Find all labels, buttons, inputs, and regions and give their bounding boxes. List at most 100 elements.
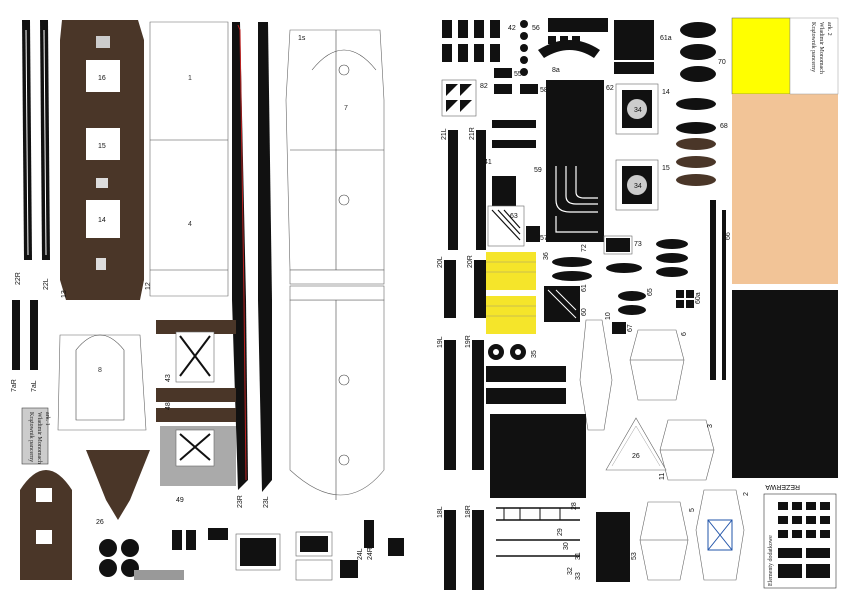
label-24R: 24R	[367, 547, 374, 560]
sheet1-title-line2: Władimir Monomach	[36, 412, 42, 464]
part-8c-deck-round	[20, 470, 72, 580]
label-42: 42	[508, 25, 516, 32]
label-36: 36	[543, 252, 550, 260]
label-7: 7	[344, 105, 348, 112]
sheet2-title-line3: ark. 2	[826, 22, 832, 36]
parts-55-58	[494, 68, 538, 94]
label-6: 6	[681, 332, 688, 336]
label-15b: 15	[662, 165, 670, 172]
label-53: 53	[631, 552, 638, 560]
label-18R: 18R	[465, 505, 472, 518]
parts-41	[492, 120, 536, 148]
parts-35-wheels	[488, 344, 526, 360]
parts-27-66	[710, 200, 726, 380]
extras-legend-title: Elementy dodatkowe	[768, 535, 774, 586]
part-54	[548, 18, 608, 44]
label-5: 5	[689, 508, 696, 512]
sheet1-title-card	[21, 407, 49, 465]
label-1s: 1s	[298, 35, 306, 42]
label-26: 26	[96, 519, 104, 526]
part-63	[487, 205, 525, 247]
part-1-hull-side	[149, 21, 229, 297]
part-7-hull-deck	[285, 29, 385, 500]
extras-legend-box	[763, 493, 837, 589]
label-73: 73	[634, 241, 642, 248]
part-23-hull-stripes	[232, 22, 272, 492]
part-6	[629, 329, 685, 401]
label-12: 12	[145, 282, 152, 290]
label-34a: 34	[634, 107, 642, 114]
part-61a	[614, 20, 654, 74]
part-62	[546, 80, 604, 160]
part-2	[695, 489, 745, 581]
parts-18-stripes	[444, 510, 484, 590]
part-5	[639, 501, 689, 581]
parts-36-yellow	[486, 252, 536, 334]
parts-60-61	[544, 257, 592, 322]
part-53	[596, 512, 630, 582]
parts-row-42	[442, 20, 500, 62]
label-48: 48	[165, 402, 172, 410]
label-29: 29	[557, 528, 564, 536]
small-parts-cluster	[99, 520, 404, 581]
label-24L: 24L	[357, 548, 364, 560]
label-14b: 14	[662, 89, 670, 96]
label-32: 32	[567, 567, 574, 575]
label-20L: 20L	[437, 256, 444, 268]
label-33: 33	[575, 572, 582, 580]
sheet-2: 42 5 6 54 61a 70	[437, 17, 839, 590]
sheet2-title-line2: Władimir Monomach	[818, 22, 824, 74]
label-10: 10	[605, 312, 612, 320]
part-22R	[22, 20, 50, 260]
part-67	[612, 322, 626, 334]
label-60: 60	[581, 308, 588, 316]
parts-65	[618, 291, 646, 315]
label-61a: 61a	[660, 35, 672, 42]
sheet1-title-line1: Krążownik pancerny	[28, 412, 34, 462]
part-26-bow	[605, 417, 667, 471]
part-13-deck	[60, 20, 144, 300]
label-2: 2	[743, 492, 750, 496]
label-19L: 19L	[437, 336, 444, 348]
label-21L: 21L	[441, 128, 448, 140]
label-15: 15	[98, 143, 106, 150]
part-59	[492, 176, 516, 206]
label-31: 31	[575, 552, 582, 560]
label-18L: 18L	[437, 506, 444, 518]
label-63: 63	[510, 213, 518, 220]
part-73	[603, 235, 633, 255]
part-72-pipes	[546, 160, 604, 242]
label-43: 43	[165, 374, 172, 382]
label-23L: 23L	[263, 496, 270, 508]
part-8a-arc	[538, 40, 600, 58]
parts-60a	[676, 290, 694, 308]
label-59: 59	[534, 167, 542, 174]
part-7a-strips	[12, 300, 38, 370]
label-1: 1	[188, 75, 192, 82]
label-68: 68	[720, 123, 728, 130]
label-70: 70	[718, 59, 726, 66]
part-28	[490, 414, 586, 498]
part-10	[579, 319, 613, 431]
label-58: 58	[540, 87, 548, 94]
parts-20-stripes	[444, 260, 486, 318]
parts-19-stripes	[444, 340, 484, 470]
label-4: 4	[188, 221, 192, 228]
label-16: 16	[98, 75, 106, 82]
label-54: 54	[600, 23, 608, 30]
label-72: 72	[581, 244, 588, 252]
part-26-prow	[86, 450, 150, 520]
label-13: 13	[61, 290, 68, 298]
parts-71-boats	[606, 239, 688, 277]
label-55: 55	[514, 71, 522, 78]
label-26b: 26	[632, 453, 640, 460]
parts-70-boats	[680, 22, 716, 82]
reserve-label: REZERWA	[765, 483, 800, 490]
parts-68-69-boats	[676, 98, 716, 186]
label-19R: 19R	[465, 335, 472, 348]
label-8a: 8a	[552, 67, 560, 74]
label-20R: 20R	[467, 255, 474, 268]
parts-56-circles	[520, 20, 528, 76]
part-43-davit	[156, 320, 236, 486]
